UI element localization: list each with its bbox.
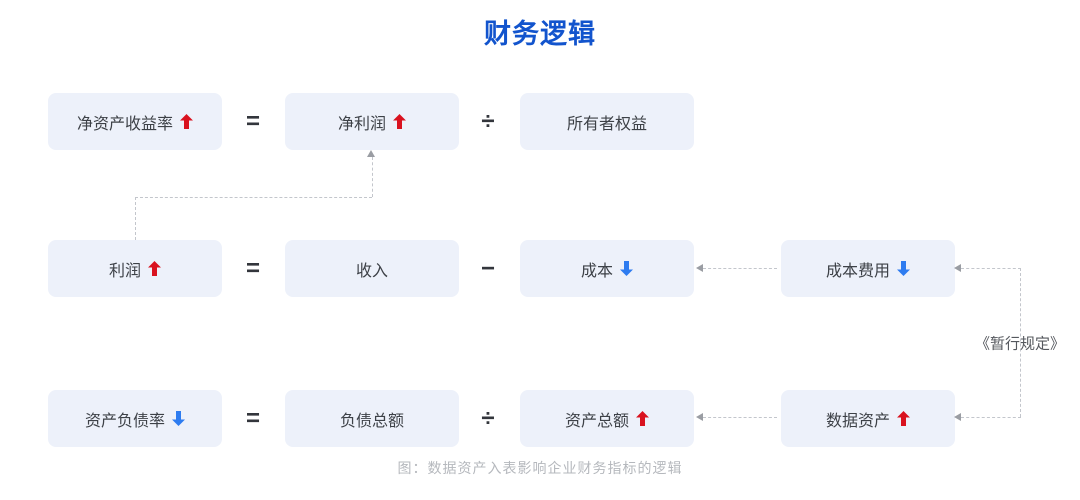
regulation-annotation: 《暂行规定》: [974, 335, 1066, 353]
connector-profit-to-net-profit-segment: [135, 197, 136, 240]
up-arrow-icon: [393, 114, 406, 129]
figure-caption: 图：数据资产入表影响企业财务指标的逻辑: [397, 460, 683, 476]
box-total-assets: 资产总额: [520, 390, 694, 447]
equals-operator: =: [245, 107, 260, 135]
connector-data-assets-to-total-assets: [703, 417, 777, 418]
down-arrow-icon: [897, 261, 910, 276]
box-cost-expense-label: 成本费用: [825, 262, 890, 280]
box-profit: 利润: [48, 240, 222, 297]
connector-profit-to-net-profit-segment: [135, 197, 372, 198]
down-arrow-icon: [172, 411, 185, 426]
minus-operator: −: [480, 254, 495, 282]
up-arrow-icon: [897, 411, 910, 426]
up-arrow-icon: [148, 261, 161, 276]
up-arrow-icon: [180, 114, 193, 129]
box-revenue-label: 收入: [355, 262, 388, 280]
box-total-assets-label: 资产总额: [564, 412, 629, 430]
box-owners-equity-label: 所有者权益: [566, 115, 647, 133]
left-arrowhead-icon: [954, 264, 961, 272]
down-arrow-icon: [620, 261, 633, 276]
box-total-liabilities: 负债总额: [285, 390, 459, 447]
equals-operator: =: [245, 254, 260, 282]
box-data-assets-label: 数据资产: [825, 412, 890, 430]
box-owners-equity: 所有者权益: [520, 93, 694, 150]
box-cost-expense: 成本费用: [781, 240, 955, 297]
box-net-profit: 净利润: [285, 93, 459, 150]
connector-regulation-to-data-assets: [961, 417, 1021, 418]
divide-operator: ÷: [481, 107, 495, 135]
box-roe: 净资产收益率: [48, 93, 222, 150]
box-roe-label: 净资产收益率: [76, 115, 173, 133]
left-arrowhead-icon: [696, 264, 703, 272]
page-title: 财务逻辑: [484, 19, 596, 49]
connector-profit-to-net-profit-segment: [372, 157, 373, 197]
box-cost-label: 成本: [580, 262, 613, 280]
up-arrowhead-icon: [367, 150, 375, 157]
connector-regulation-to-cost-expense: [961, 268, 1021, 269]
box-total-liabilities-label: 负债总额: [339, 412, 404, 430]
connector-regulation-vertical: [1020, 268, 1021, 417]
box-debt-ratio-label: 资产负债率: [84, 412, 165, 430]
left-arrowhead-icon: [954, 413, 961, 421]
box-data-assets: 数据资产: [781, 390, 955, 447]
box-profit-label: 利润: [108, 262, 141, 280]
left-arrowhead-icon: [696, 413, 703, 421]
box-net-profit-label: 净利润: [337, 115, 386, 133]
connector-cost-expense-to-cost: [703, 268, 777, 269]
up-arrow-icon: [636, 411, 649, 426]
box-cost: 成本: [520, 240, 694, 297]
box-debt-ratio: 资产负债率: [48, 390, 222, 447]
equals-operator: =: [245, 404, 260, 432]
box-revenue: 收入: [285, 240, 459, 297]
divide-operator: ÷: [481, 404, 495, 432]
